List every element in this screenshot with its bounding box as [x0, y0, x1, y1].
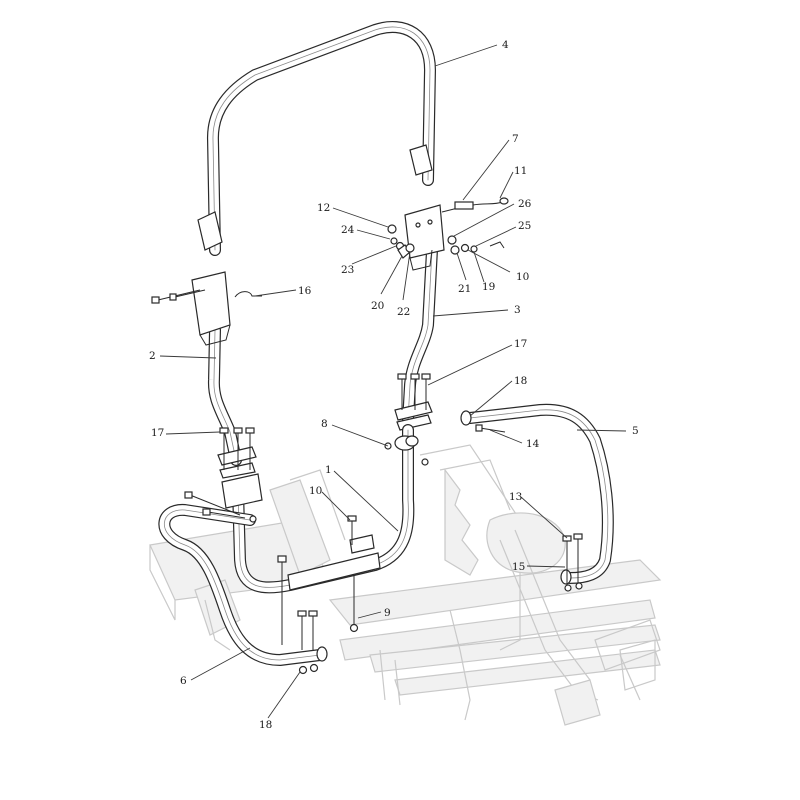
callout-18-top: 18: [514, 375, 527, 387]
callout-labels: 4 7 11 12 26 24 25 23 10 20 21 22 19 3 1…: [149, 39, 639, 731]
callout-4: 4: [502, 39, 509, 51]
callout-13: 13: [509, 491, 522, 503]
callout-5: 5: [632, 425, 639, 437]
callout-15: 15: [512, 561, 525, 573]
callout-10-center: 10: [309, 485, 322, 497]
callout-20: 20: [371, 300, 384, 312]
callout-11: 11: [514, 165, 527, 177]
callout-17-left: 17: [151, 427, 164, 439]
right-rops-post: [394, 204, 445, 431]
callout-14: 14: [526, 438, 540, 450]
left-grab-bar: [158, 503, 328, 666]
lower-u-frame: [221, 424, 415, 594]
callout-25: 25: [518, 220, 531, 232]
callout-17-right: 17: [514, 338, 527, 350]
callout-10-top: 10: [516, 271, 529, 283]
callout-9: 9: [384, 607, 391, 619]
callout-23: 23: [341, 264, 354, 276]
callout-1: 1: [325, 464, 332, 476]
pivot-tube: [384, 435, 429, 466]
upper-rops-hoop: [197, 20, 436, 256]
callout-18-bottom: 18: [259, 719, 272, 731]
callout-12: 12: [317, 202, 330, 214]
callout-16: 16: [298, 285, 312, 297]
leader-lines: [159, 44, 627, 719]
fasteners: [151, 197, 583, 675]
callout-26: 26: [518, 198, 532, 210]
callout-22: 22: [397, 306, 410, 318]
callout-3: 3: [514, 304, 521, 316]
callout-8: 8: [321, 418, 328, 430]
callout-21: 21: [458, 283, 471, 295]
left-rops-post: [191, 271, 257, 479]
right-grab-bar: [460, 403, 614, 585]
callout-7: 7: [512, 133, 519, 145]
callout-24: 24: [341, 224, 355, 236]
callout-19: 19: [482, 281, 495, 293]
callout-2: 2: [149, 350, 156, 362]
callout-6: 6: [180, 675, 187, 687]
mower-frame-background: [149, 444, 662, 726]
